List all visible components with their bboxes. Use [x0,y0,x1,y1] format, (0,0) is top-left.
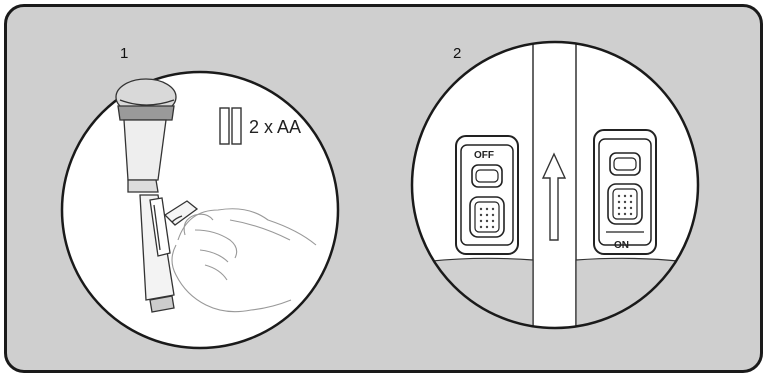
step-2-illustration: OFF ON [400,40,710,340]
on-label: ON [614,240,629,251]
battery-count-label: 2 x AA [249,117,301,137]
off-label: OFF [474,150,494,161]
step-1-illustration: 2 x AA [62,72,338,348]
switch-on-illustration [594,130,656,254]
